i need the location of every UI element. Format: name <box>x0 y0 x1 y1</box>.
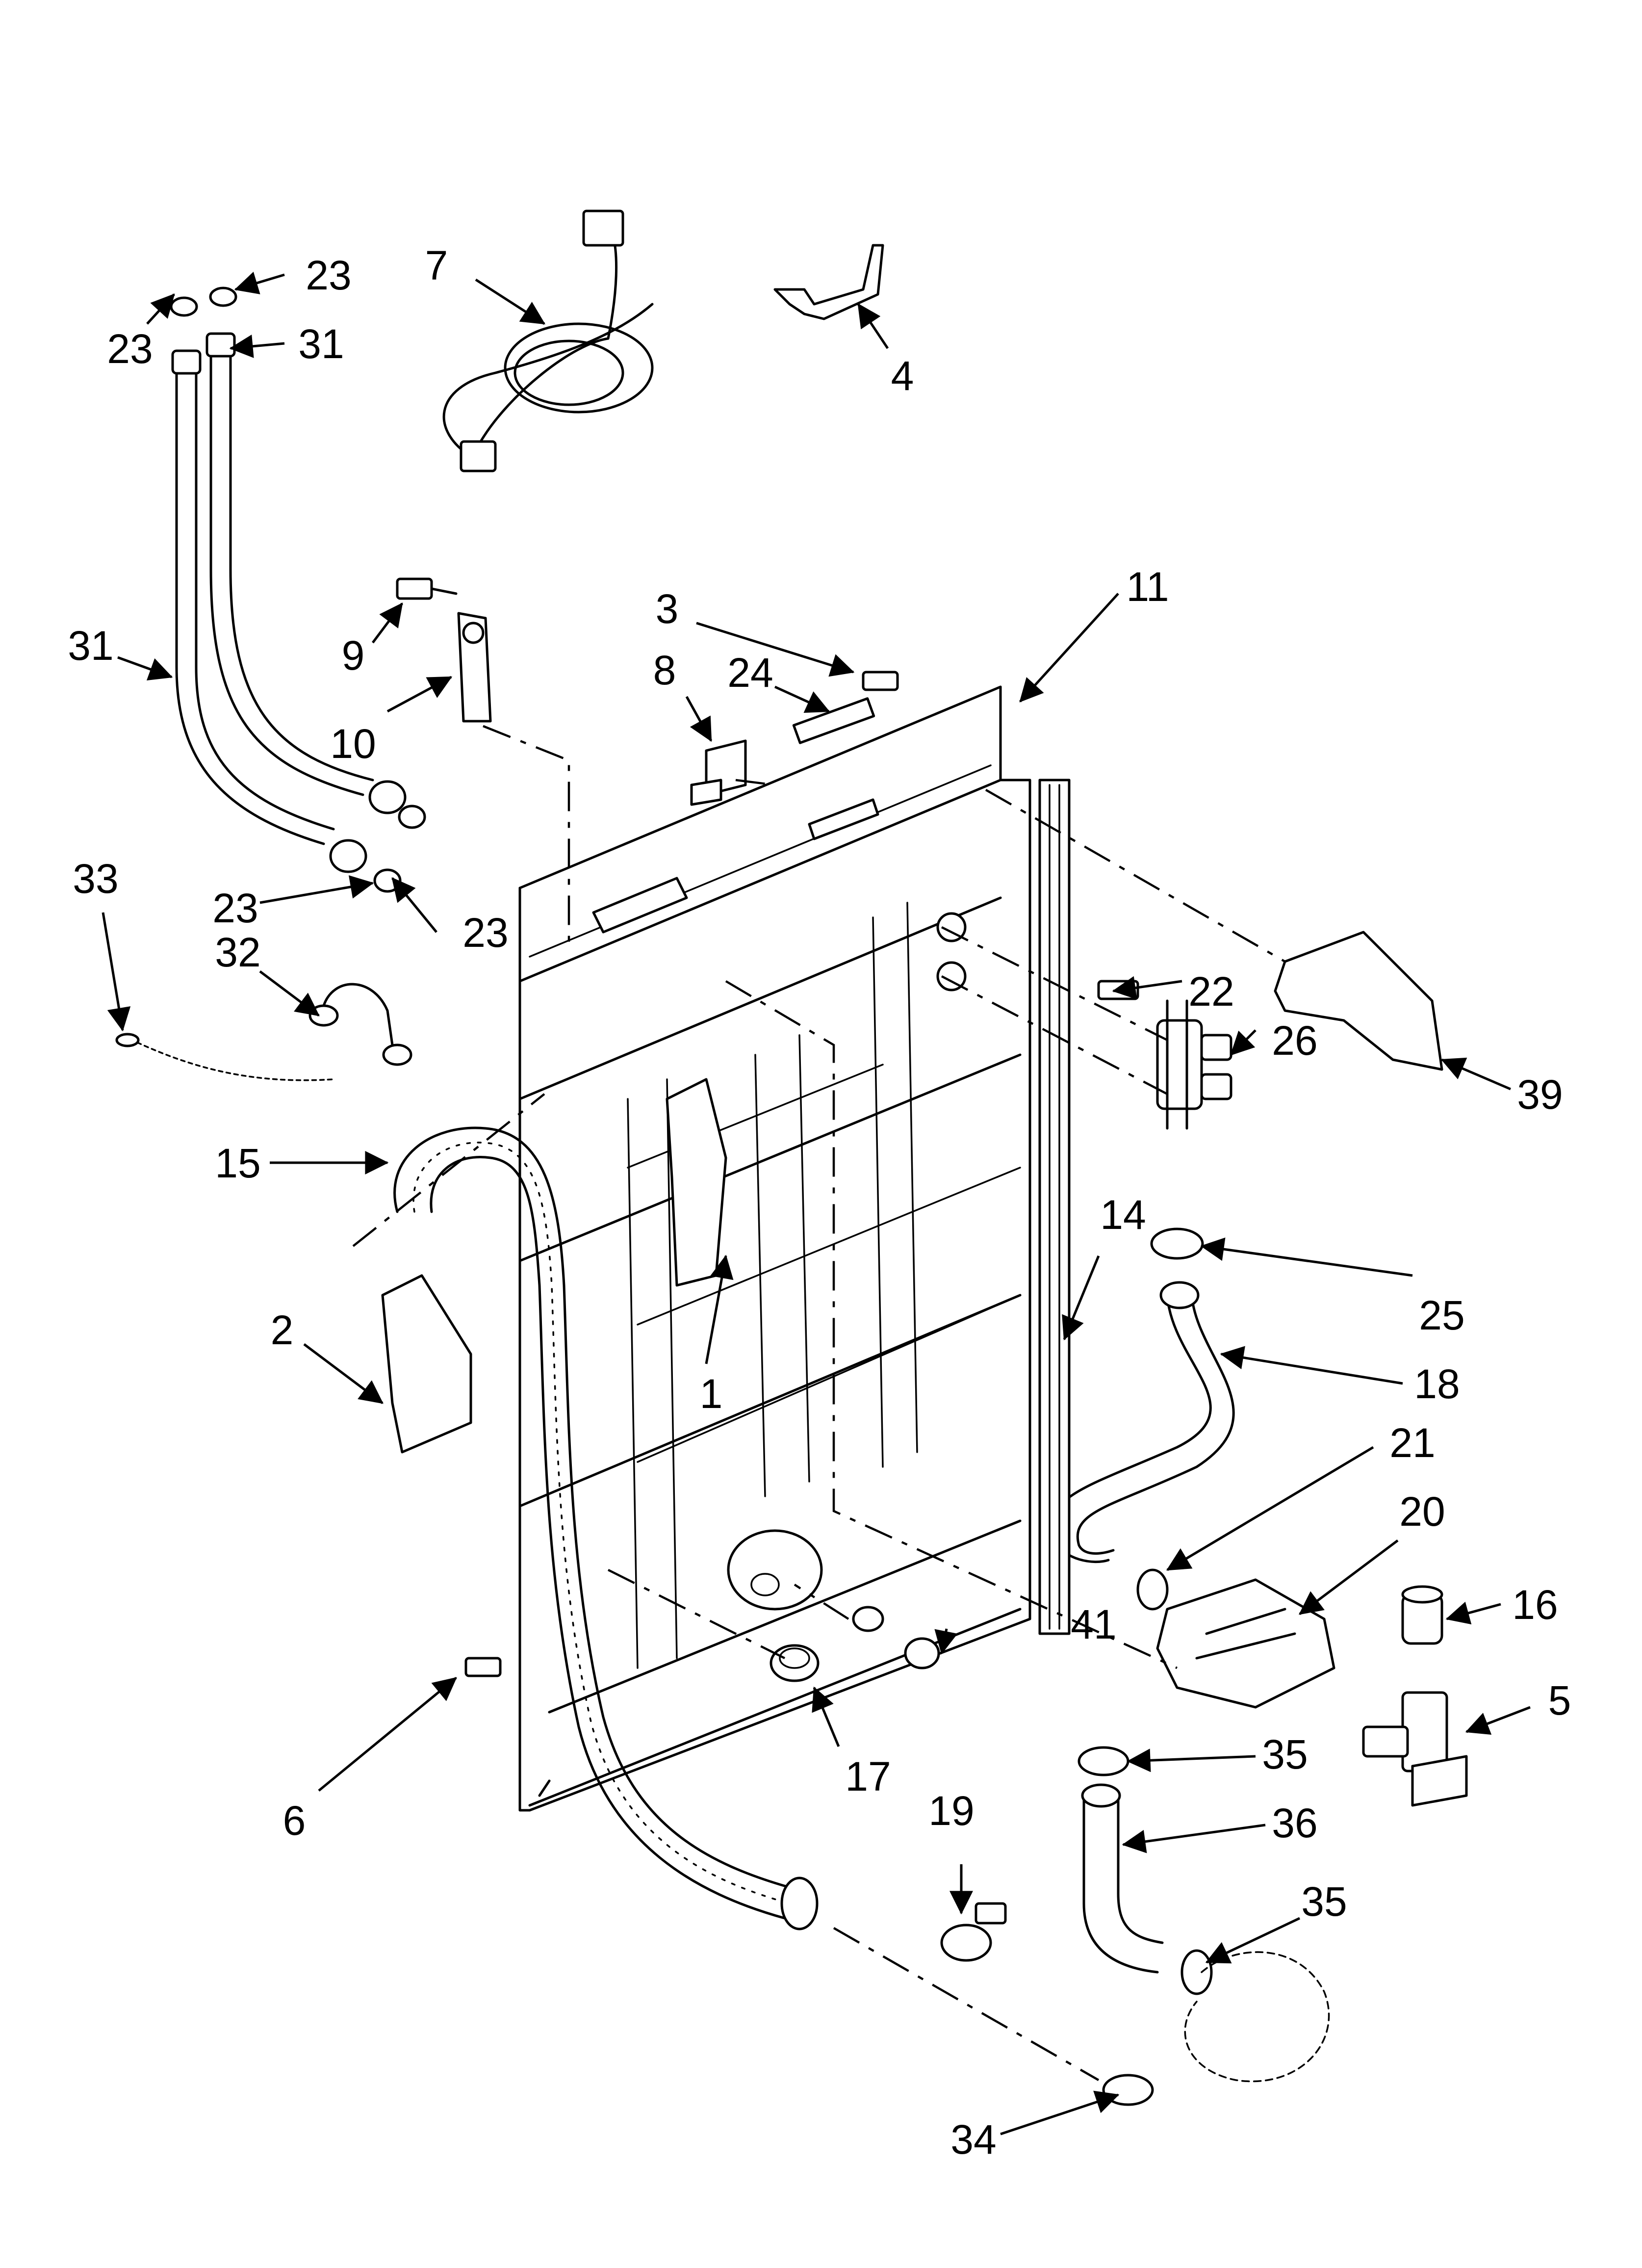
capacitor-part-16 <box>1401 1585 1443 1645</box>
label-part-24: 24 <box>727 650 773 696</box>
label-part-16: 16 <box>1512 1582 1558 1628</box>
label-part-26: 26 <box>1272 1017 1317 1064</box>
pump-part-20 <box>1136 1568 1335 1709</box>
clamp-part-17 <box>770 1644 820 1682</box>
label-part-31-left: 31 <box>68 623 113 669</box>
label-part-23-top-right: 23 <box>306 252 351 298</box>
label-part-20: 20 <box>1399 1488 1445 1535</box>
label-part-35-upper: 35 <box>1262 1731 1308 1777</box>
label-part-32: 32 <box>215 929 260 975</box>
label-part-15: 15 <box>215 1140 260 1186</box>
label-part-10: 10 <box>330 721 376 767</box>
label-part-17: 17 <box>845 1753 891 1799</box>
tube-part-14 <box>1038 779 1071 1635</box>
bracket-part-4 <box>773 244 884 320</box>
tie-part-33 <box>115 1033 334 1081</box>
clip-part-24 <box>792 697 875 744</box>
label-part-4: 4 <box>891 353 914 399</box>
label-part-25: 25 <box>1419 1292 1464 1338</box>
label-part-9: 9 <box>342 632 365 678</box>
label-part-7: 7 <box>425 242 448 288</box>
label-part-1: 1 <box>700 1371 723 1417</box>
label-part-11: 11 <box>1126 564 1169 610</box>
label-part-23-mid-left: 23 <box>212 885 258 931</box>
label-part-8: 8 <box>653 647 676 693</box>
label-part-22: 22 <box>1188 968 1234 1015</box>
label-part-23-mid-right: 23 <box>462 910 508 956</box>
label-part-39: 39 <box>1517 1071 1563 1118</box>
label-part-34: 34 <box>950 2116 996 2163</box>
elbow-hose-part-36 <box>1078 1746 1330 2106</box>
drain-hose-part-15 <box>393 1126 819 1930</box>
label-part-23-top-left: 23 <box>107 326 153 372</box>
water-valve-part-26 <box>1097 980 1232 1130</box>
part-labels: 1 2 3 4 5 6 7 8 9 10 11 14 15 16 17 18 1… <box>68 242 1571 2163</box>
bracket-part-39 <box>1274 931 1443 1071</box>
label-part-31-top: 31 <box>298 321 344 367</box>
motor-part-5 <box>1362 1691 1468 1807</box>
rear-panel <box>518 685 1031 1812</box>
strap-part-10 <box>396 577 492 723</box>
label-part-3: 3 <box>656 586 679 632</box>
label-part-36: 36 <box>1272 1800 1317 1846</box>
power-cord <box>442 209 654 472</box>
leader-arrows <box>102 271 1531 2136</box>
clamp-part-19 <box>940 1902 1007 1962</box>
inlet-hoses <box>170 287 426 893</box>
label-part-33: 33 <box>73 856 118 902</box>
hose-part-18 <box>1051 1227 1235 1564</box>
label-part-18: 18 <box>1414 1361 1460 1407</box>
label-part-19: 19 <box>928 1788 974 1834</box>
label-part-41: 41 <box>1071 1601 1116 1647</box>
label-part-2: 2 <box>271 1307 294 1353</box>
alignment-lines <box>352 725 1286 2081</box>
label-part-21: 21 <box>1389 1420 1435 1466</box>
screw-part-3 <box>862 671 899 691</box>
screw-part-6 <box>464 1657 502 1677</box>
grommet-part-32 <box>308 983 412 1066</box>
label-part-14: 14 <box>1100 1192 1146 1238</box>
bracket-part-2 <box>381 1274 472 1454</box>
bracket-part-8 <box>690 739 747 806</box>
label-part-5: 5 <box>1548 1677 1571 1723</box>
label-part-6: 6 <box>283 1798 306 1844</box>
label-part-35-lower: 35 <box>1301 1878 1347 1925</box>
